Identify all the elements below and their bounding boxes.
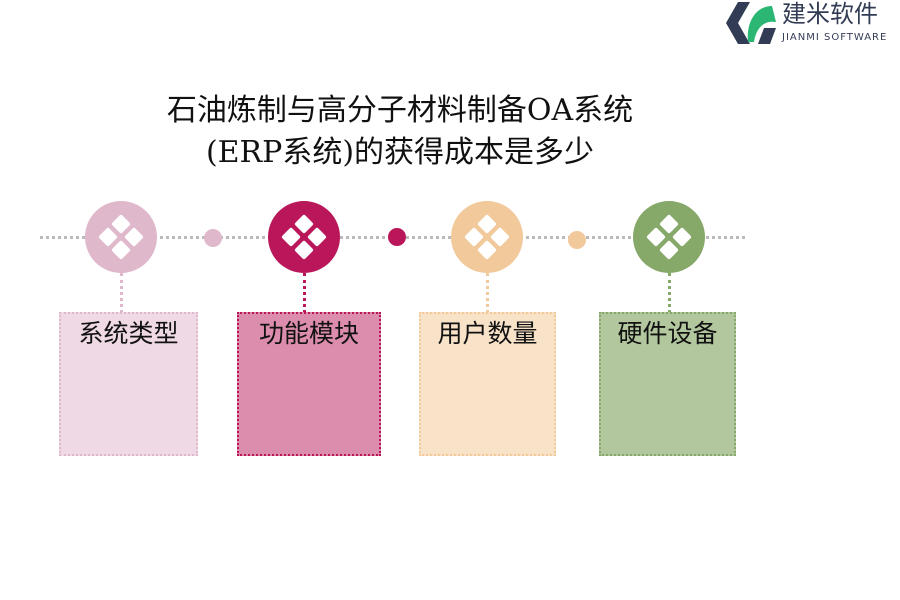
step-label: 用户数量 xyxy=(437,319,538,348)
logo-subtitle: JIANMI SOFTWARE xyxy=(782,32,888,43)
logo xyxy=(726,2,776,48)
step-box-4: 硬件设备 xyxy=(599,312,736,456)
logo-icon xyxy=(726,2,776,44)
timeline-dot xyxy=(568,231,586,249)
grid-diamond-icon xyxy=(281,214,327,260)
step-circle-2 xyxy=(268,201,340,273)
page-title: 石油炼制与高分子材料制备OA系统 (ERP系统)的获得成本是多少 xyxy=(100,90,700,174)
title-line-1: 石油炼制与高分子材料制备OA系统 xyxy=(166,93,634,128)
logo-name: 建米软件 xyxy=(782,0,878,28)
timeline-dot xyxy=(204,229,222,247)
connector xyxy=(486,273,489,313)
grid-diamond-icon xyxy=(464,214,510,260)
step-circle-4 xyxy=(633,201,705,273)
connector xyxy=(120,273,123,313)
step-circle-1 xyxy=(85,201,157,273)
grid-diamond-icon xyxy=(646,214,692,260)
grid-diamond-icon xyxy=(98,214,144,260)
step-box-3: 用户数量 xyxy=(419,312,556,456)
title-line-2: (ERP系统)的获得成本是多少 xyxy=(205,135,595,170)
step-label: 系统类型 xyxy=(78,319,179,348)
connector xyxy=(303,273,306,313)
step-box-2: 功能模块 xyxy=(237,312,381,456)
step-label: 硬件设备 xyxy=(617,319,718,348)
timeline-dot xyxy=(388,228,406,246)
step-label: 功能模块 xyxy=(258,319,359,348)
step-circle-3 xyxy=(451,201,523,273)
connector xyxy=(668,273,671,313)
step-box-1: 系统类型 xyxy=(59,312,198,456)
